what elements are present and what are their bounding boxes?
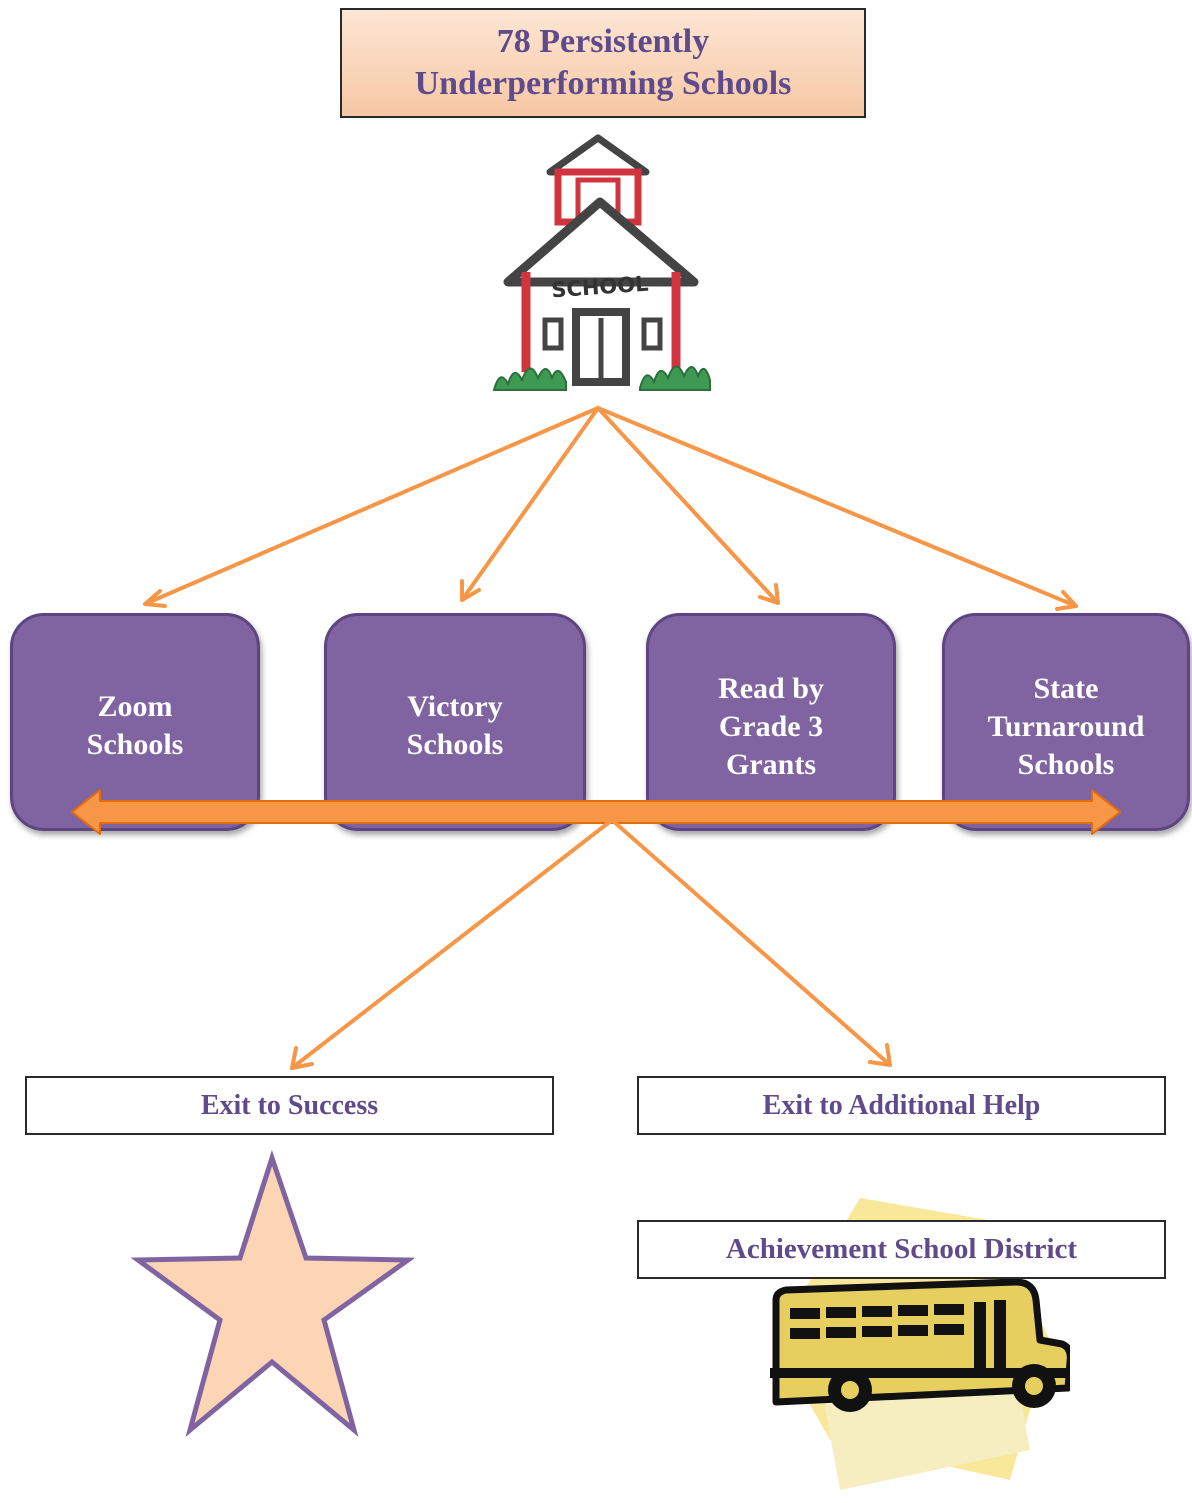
achievement-school-district-box: Achievement School District	[637, 1220, 1166, 1279]
exit-help-label: Exit to Additional Help	[762, 1089, 1041, 1121]
program-label-line: Schools	[406, 728, 504, 761]
arrow-to-state-turnaround	[596, 406, 1078, 608]
program-box-read-by-grade-3: Read by Grade 3 Grants	[646, 613, 896, 831]
program-label-line: Victory	[407, 690, 503, 723]
arrow-to-exit-help	[610, 818, 892, 1067]
arrow-to-victory	[460, 406, 600, 602]
program-label-line: Schools	[86, 728, 184, 761]
program-label-line: State	[1033, 672, 1099, 705]
star-icon	[130, 1150, 414, 1437]
program-label-line: Grants	[726, 748, 816, 781]
program-box-state-turnaround: State Turnaround Schools	[942, 613, 1190, 831]
exit-success-label: Exit to Success	[200, 1089, 379, 1121]
arrow-to-exit-success	[290, 818, 614, 1070]
program-label-line: Turnaround	[987, 710, 1145, 743]
title-line-2: Underperforming Schools	[414, 65, 792, 102]
exit-success-box: Exit to Success	[25, 1076, 554, 1135]
exit-help-box: Exit to Additional Help	[637, 1076, 1166, 1135]
double-arrow-icon	[71, 789, 1121, 835]
achievement-school-district-label: Achievement School District	[725, 1233, 1078, 1265]
arrow-to-read-by-grade-3	[596, 406, 780, 605]
program-box-zoom: Zoom Schools	[10, 613, 260, 831]
program-label-line: Zoom	[97, 690, 173, 723]
title-line-1: 78 Persistently	[496, 23, 710, 60]
program-box-victory: Victory Schools	[324, 613, 586, 831]
program-label-line: Grade 3	[718, 710, 824, 743]
program-label-line: Read by	[718, 672, 824, 705]
program-label-line: Schools	[1017, 748, 1115, 781]
schoolhouse-icon: SCHOOL	[492, 134, 711, 391]
title-box: 78 Persistently Underperforming Schools	[340, 8, 866, 118]
arrow-to-zoom	[143, 406, 600, 606]
